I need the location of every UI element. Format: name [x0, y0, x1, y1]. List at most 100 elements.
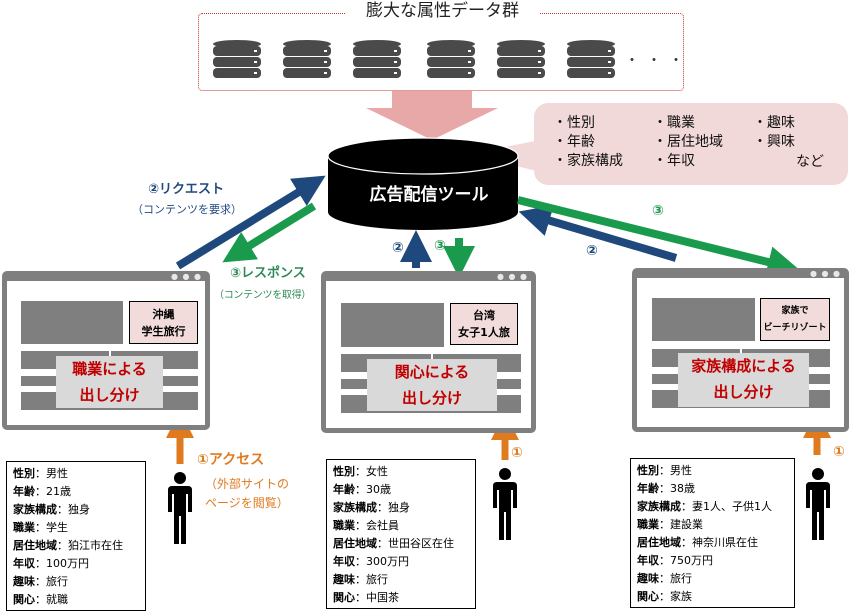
- profile-value: ：旅行: [35, 575, 68, 588]
- profile-row: 年齢：30歳: [333, 481, 469, 499]
- attribute-item: ・年収: [653, 153, 695, 169]
- profile-row: 趣味：旅行: [13, 573, 139, 591]
- profile-key: 年収: [637, 554, 659, 567]
- profile-value: ：妻1人、子供1人: [681, 500, 772, 513]
- profile-row: 家族構成：独身: [333, 499, 469, 517]
- request-sublabel: （コンテンツを要求）: [132, 203, 242, 216]
- profile-row: 関心：家族: [637, 588, 788, 606]
- data-flow-arrow: [366, 91, 498, 140]
- browser-window-1: ● ● ● 沖縄 学生旅行 職業による 出し分け: [2, 271, 210, 430]
- user-profile-1: 性別：男性年齢：21歳家族構成：独身職業：学生居住地域：狛江市在住年収：100万…: [6, 461, 146, 611]
- profile-row: 職業：会社員: [333, 517, 469, 535]
- profile-value: ：男性: [35, 467, 68, 480]
- profile-key: 性別: [13, 467, 35, 480]
- access-step-label-3: ①: [833, 444, 845, 460]
- database-icon: [213, 40, 261, 78]
- profile-value: ：旅行: [355, 573, 388, 586]
- ad-text: 台湾: [473, 309, 495, 322]
- response-sublabel: （コンテンツを取得）: [214, 290, 311, 301]
- window-controls-icon: ● ● ●: [809, 269, 841, 278]
- more-databases-ellipsis: ・・・: [625, 53, 691, 69]
- targeting-text: 出し分け: [713, 383, 774, 401]
- ad-text: ビーチリゾート: [763, 322, 827, 333]
- database-icon: [567, 40, 615, 78]
- user-profile-2: 性別：女性年齢：30歳家族構成：独身職業：会社員居住地域：世田谷区在住年収：30…: [326, 459, 476, 609]
- profile-row: 居住地域：世田谷区在住: [333, 535, 469, 553]
- profile-value: ：750万円: [659, 554, 713, 567]
- profile-key: 趣味: [13, 575, 35, 588]
- profile-value: ：独身: [377, 501, 410, 514]
- content-placeholder: [341, 303, 444, 347]
- profile-key: 年齢: [637, 482, 659, 495]
- request-arrow-right: [518, 205, 678, 262]
- profile-key: 趣味: [637, 572, 659, 585]
- profile-value: ：100万円: [35, 557, 89, 570]
- profile-row: 家族構成：独身: [13, 501, 139, 519]
- profile-row: 性別：男性: [637, 462, 788, 480]
- profile-key: 関心: [637, 590, 659, 603]
- attribute-item: ・年齢: [553, 134, 595, 150]
- profile-key: 居住地域: [13, 539, 57, 552]
- attribute-item: ・家族構成: [553, 153, 623, 169]
- window-controls-icon: ● ● ●: [496, 272, 528, 281]
- person-icon: [806, 468, 830, 540]
- ad-banner[interactable]: 家族で ビーチリゾート: [760, 298, 830, 341]
- profile-row: 関心：中国茶: [333, 589, 469, 607]
- profile-value: ：女性: [355, 465, 388, 478]
- profile-key: 関心: [13, 593, 35, 606]
- data-group-box: [198, 13, 684, 91]
- profile-key: 家族構成: [637, 500, 681, 513]
- profile-row: 関心：就職: [13, 591, 139, 609]
- profile-row: 年収：300万円: [333, 553, 469, 571]
- user-profile-3: 性別：男性年齢：38歳家族構成：妻1人、子供1人職業：建設業居住地域：神奈川県在…: [630, 458, 795, 608]
- person-icon: [168, 472, 192, 544]
- ad-banner[interactable]: 台湾 女子1人旅: [450, 303, 518, 345]
- profile-value: ：300万円: [355, 555, 409, 568]
- profile-row: 趣味：旅行: [333, 571, 469, 589]
- targeting-text: 出し分け: [401, 389, 462, 407]
- profile-key: 居住地域: [637, 536, 681, 549]
- targeting-text: 家族構成による: [691, 357, 796, 375]
- profile-key: 居住地域: [333, 537, 377, 550]
- response-arrow-left: [222, 202, 317, 263]
- profile-row: 居住地域：狛江市在住: [13, 537, 139, 555]
- access-sublabel-line: ページを閲覧）: [205, 496, 289, 510]
- profile-key: 職業: [13, 521, 35, 534]
- request-arrow-left: [175, 175, 326, 270]
- profile-value: ：家族: [659, 590, 692, 603]
- profile-row: 性別：女性: [333, 463, 469, 481]
- content-placeholder: [21, 301, 123, 344]
- step2-right-label: ②: [586, 243, 598, 259]
- profile-row: 職業：学生: [13, 519, 139, 537]
- access-sublabel-line: （外部サイトの: [205, 477, 290, 491]
- data-group-title: 膨大な属性データ群: [345, 0, 540, 24]
- ad-banner[interactable]: 沖縄 学生旅行: [129, 301, 198, 344]
- profile-row: 年齢：38歳: [637, 480, 788, 498]
- browser-window-2: ● ● ● 台湾 女子1人旅 関心による 出し分け: [321, 271, 536, 433]
- profile-row: 趣味：旅行: [637, 570, 788, 588]
- database-icons: [213, 40, 615, 78]
- database-icon: [353, 40, 401, 78]
- profile-value: ：世田谷区在住: [377, 537, 454, 550]
- window-controls-icon: ● ● ●: [170, 272, 202, 281]
- response-arrow-right: [517, 196, 800, 278]
- profile-key: 年収: [333, 555, 355, 568]
- database-icon: [283, 40, 331, 78]
- content-placeholder: [652, 298, 755, 341]
- profile-key: 年齢: [13, 485, 35, 498]
- profile-row: 家族構成：妻1人、子供1人: [637, 498, 788, 516]
- profile-key: 性別: [333, 465, 355, 478]
- profile-value: ：中国茶: [355, 591, 399, 604]
- database-icon: [427, 40, 475, 78]
- profile-value: ：男性: [659, 464, 692, 477]
- step3-right-label: ③: [652, 203, 664, 219]
- attribute-item: ・性別: [553, 115, 595, 131]
- ad-text: 沖縄: [152, 307, 175, 321]
- step3-center-label: ③: [434, 238, 446, 254]
- profile-value: ：建設業: [659, 518, 703, 531]
- attribute-item: ・趣味: [753, 115, 795, 131]
- access-sublabel: （外部サイトの ページを閲覧）: [205, 475, 289, 513]
- browser-window-3: ● ● ● 家族で ビーチリゾート 家族構成による 出し分け: [632, 268, 849, 432]
- ad-text: 女子1人旅: [458, 326, 510, 339]
